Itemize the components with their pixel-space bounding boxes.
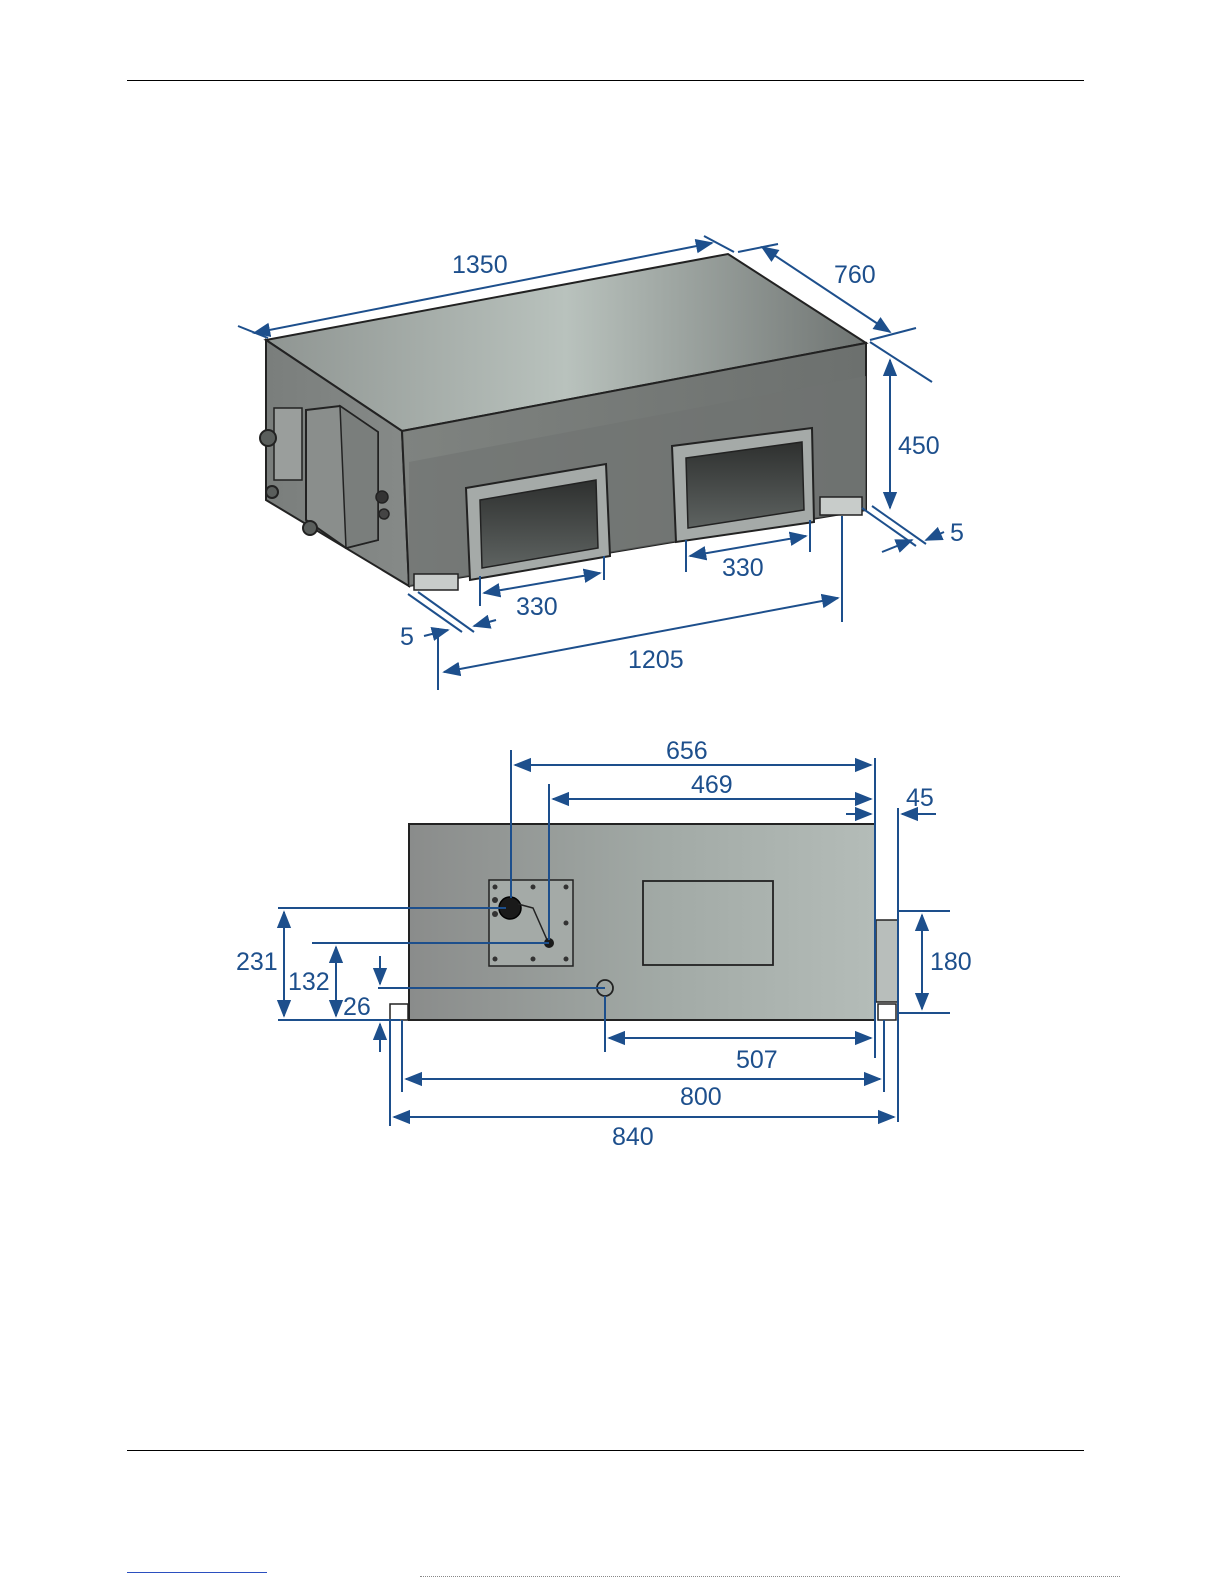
arrow-5-right-a (882, 540, 912, 552)
ext-5-right-a (862, 508, 916, 546)
dim-26: 26 (343, 993, 371, 1021)
dim-469: 469 (691, 771, 733, 799)
dim-656: 656 (666, 737, 708, 765)
ext-5-left-a (408, 594, 462, 632)
side-panel (274, 408, 302, 480)
arrow-5-left-b (474, 620, 496, 626)
bolt (531, 957, 536, 962)
side-elevation (390, 824, 898, 1020)
bolt (564, 885, 569, 890)
pipe-connector-upper (260, 430, 276, 446)
footer-link-underline (127, 1572, 267, 1573)
dim-760: 760 (834, 261, 876, 289)
dim-1205: 1205 (628, 646, 684, 674)
bolt (564, 921, 569, 926)
bolt (493, 885, 498, 890)
dim-507: 507 (736, 1046, 778, 1074)
bolt (492, 897, 498, 903)
cable-gland (376, 491, 388, 503)
bolt (564, 957, 569, 962)
dim-840: 840 (612, 1123, 654, 1151)
ext-5-right-b (872, 506, 926, 544)
bolt (493, 957, 498, 962)
dim-5-right: 5 (950, 519, 964, 547)
footer-dotted-leader (420, 1576, 1120, 1577)
dim-132: 132 (288, 968, 330, 996)
foot-left (390, 1004, 408, 1020)
pipe-plate (489, 880, 573, 966)
hanger-bracket-left (414, 574, 458, 590)
bolt (531, 885, 536, 890)
ext-760-bottom (870, 328, 916, 340)
pipe-connector-lower (266, 486, 278, 498)
arrow-5-left-a (424, 630, 448, 636)
ext-5-left-b (418, 592, 474, 632)
dim-180: 180 (930, 948, 972, 976)
dim-line-330-right (690, 536, 806, 556)
dim-450: 450 (898, 432, 940, 460)
dim-800: 800 (680, 1083, 722, 1111)
dim-line-330-left (484, 573, 600, 593)
dim-330-left: 330 (516, 593, 558, 621)
ext-450-top (870, 342, 932, 382)
hanger-bracket-right (820, 497, 862, 515)
dim-5-left: 5 (400, 623, 414, 651)
dim-231: 231 (236, 948, 278, 976)
iso-unit-body (260, 254, 866, 590)
cable-gland-2 (379, 509, 389, 519)
elevation-body (409, 824, 875, 1020)
foot-right (878, 1004, 896, 1020)
dim-330-right: 330 (722, 554, 764, 582)
drain-connector (303, 521, 317, 535)
ext-760-top (738, 244, 778, 252)
bolt (492, 911, 498, 917)
flange-stub (876, 920, 898, 1002)
dim-1350: 1350 (452, 251, 508, 279)
control-box-face (340, 406, 378, 548)
arrow-5-right-b (926, 532, 944, 540)
dim-45: 45 (906, 784, 934, 812)
